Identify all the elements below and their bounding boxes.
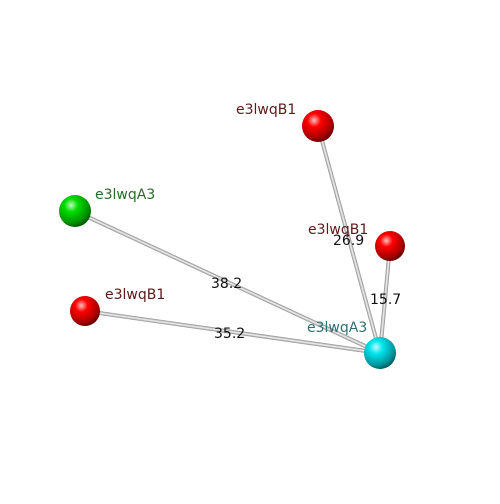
node-label-green: e3lwqA3 bbox=[95, 187, 155, 203]
node-center[interactable] bbox=[364, 337, 396, 369]
edge-top bbox=[316, 124, 382, 355]
edge-label-top: 26.9 bbox=[333, 233, 364, 249]
node-top[interactable] bbox=[302, 110, 334, 142]
node-left[interactable] bbox=[70, 296, 100, 326]
node-label-center: e3lwqA3 bbox=[307, 320, 367, 336]
edge-left bbox=[83, 309, 382, 355]
node-label-left: e3lwqB1 bbox=[105, 287, 165, 303]
edge-label-left: 35.2 bbox=[214, 326, 245, 342]
node-labels-layer: e3lwqA3 e3lwqB1 e3lwqA3 e3lwqB1 e3lwqB1 bbox=[95, 102, 368, 336]
nodes-layer bbox=[59, 110, 405, 369]
edges-layer bbox=[73, 124, 392, 355]
node-right[interactable] bbox=[375, 231, 405, 261]
node-label-top: e3lwqB1 bbox=[236, 102, 296, 118]
edge-green bbox=[73, 209, 382, 355]
edge-label-right: 15.7 bbox=[370, 292, 401, 308]
node-label-right: e3lwqB1 bbox=[308, 222, 368, 238]
edge-label-green: 38.2 bbox=[211, 276, 242, 292]
node-green[interactable] bbox=[59, 195, 91, 227]
edge-right bbox=[378, 244, 392, 355]
edge-labels-layer: 26.9 38.2 15.7 35.2 bbox=[211, 233, 401, 342]
